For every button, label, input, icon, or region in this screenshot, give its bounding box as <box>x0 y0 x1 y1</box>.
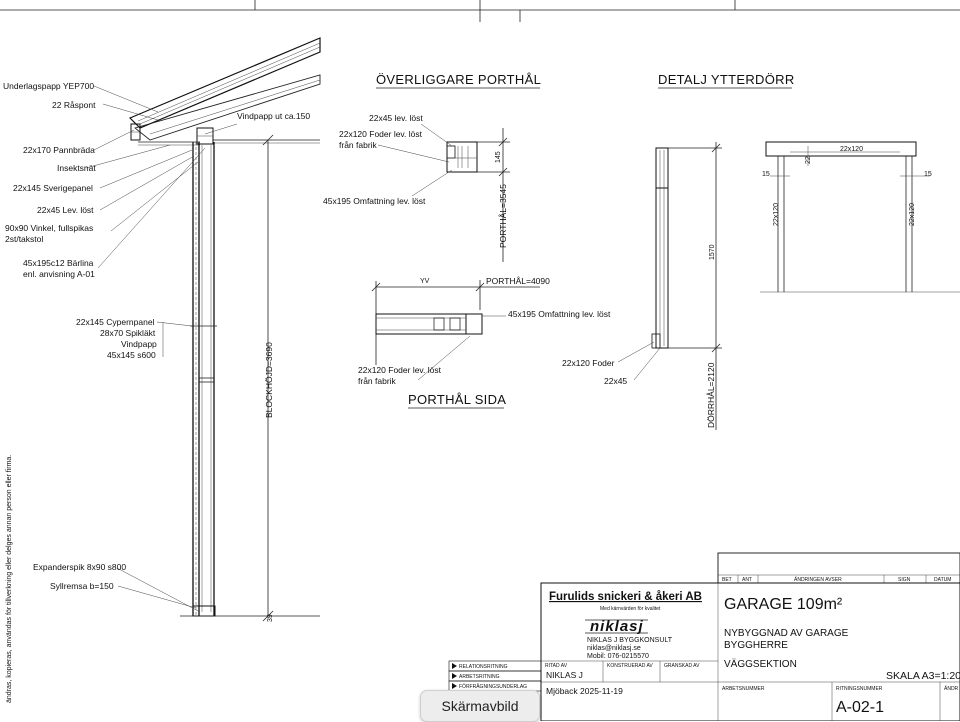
dim-1570: 1570 <box>709 244 716 260</box>
drawing-number: A-02-1 <box>836 699 884 716</box>
title-porthal-sida: PORTHÅL SIDA <box>408 392 506 407</box>
label-ps-2a: 22x120 Foder lev. löst <box>358 365 442 375</box>
label-underlagspapp: Underlagspapp YEP700 <box>3 81 94 91</box>
project-title: GARAGE 109m² <box>724 596 843 613</box>
label-vindpapp: Vindpapp <box>121 339 157 349</box>
rev-datum: DATUM <box>934 577 951 583</box>
scale: SKALA A3=1:20 <box>886 670 960 682</box>
dim-22: 22 <box>805 156 812 164</box>
porthal-sida-detail: YV PORTHÅL=4090 45x195 Omfattning lev. l… <box>358 276 611 409</box>
dim-22x120-right: 22x120 <box>909 203 916 226</box>
label-sverigepanel: 22x145 Sverigepanel <box>13 183 93 193</box>
label-expanderspik: Expanderspik 8x90 s800 <box>33 562 126 572</box>
rev-bet: BET <box>722 577 732 583</box>
label-insektsnat: Insektsnät <box>57 163 96 173</box>
consultant-email: niklas@niklasj.se <box>587 645 641 652</box>
label-syllremsa: Syllremsa b=150 <box>50 581 114 591</box>
status-forfragningsunderlag: FÖRFRÅGNINGSUNDERLAG <box>459 683 527 690</box>
label-ps-2b: från fabrik <box>358 376 397 386</box>
project-desc-2: BYGGHERRE <box>724 640 788 651</box>
ritad-av-value: NIKLAS J <box>546 670 583 680</box>
ritningsnummer-label: RITNINGSNUMMER <box>836 686 883 692</box>
dim-porthal-h: PORTHÅL=3545 <box>498 184 508 248</box>
label-raspont: 22 Råspont <box>52 100 96 110</box>
dim-22x120-top: 22x120 <box>840 146 863 153</box>
dim-blockhojd: BLOCKHÖJD=3690 <box>264 342 274 418</box>
rev-ant: ANT <box>742 577 752 583</box>
dim-22x120-left: 22x120 <box>773 203 780 226</box>
wall-section-detail: Underlagspapp YEP700 22 Råspont Vindpapp… <box>3 37 321 703</box>
label-foder: 22x120 Foder <box>562 358 615 368</box>
company-subtitle: Med kärnvärden för kvalitet <box>600 606 661 612</box>
andr-label: ÄNDR <box>944 685 959 692</box>
screenshot-thumbnail-label[interactable]: Skärmavbild <box>420 690 540 722</box>
company-name: Furulids snickeri & åkeri AB <box>549 591 702 603</box>
title-overliggare: ÖVERLIGGARE PORTHÅL <box>376 72 541 87</box>
status-relationsritning: RELATIONSRITNING <box>459 664 508 670</box>
dim-yv: YV <box>420 278 430 285</box>
label-ovl-2b: från fabrik <box>339 140 378 150</box>
side-note: ändras, kopieras, användas för tillverkn… <box>6 455 13 703</box>
consultant-mobile: Mobil: 076-0215570 <box>587 653 649 660</box>
label-ovl-3: 45x195 Omfattning lev. löst <box>323 196 426 206</box>
label-barlina-2: enl. anvisning A-01 <box>23 269 95 279</box>
label-ps-1: 45x195 Omfattning lev. löst <box>508 309 611 319</box>
niklasj-logo: niklasj <box>585 618 648 635</box>
label-pannbrada: 22x170 Pannbräda <box>23 145 95 155</box>
dim-15-right: 15 <box>924 171 932 178</box>
label-lev-lost: 22x45 Lev. löst <box>37 205 94 215</box>
rev-sign: SIGN <box>898 577 911 583</box>
project-desc-1: NYBYGGNAD AV GARAGE <box>724 628 849 639</box>
label-vindpapp-ut: Vindpapp ut ca.150 <box>237 111 310 121</box>
title-ytterdorr: DETALJ YTTERDÖRR <box>658 72 795 87</box>
label-ovl-2a: 22x120 Foder lev. löst <box>339 129 423 139</box>
dim-dorrhal: DÖRRHÅL=2120 <box>706 362 716 428</box>
label-vinkel-2: 2st/takstol <box>5 234 43 244</box>
dim-porthal-w: PORTHÅL=4090 <box>486 276 550 286</box>
consultant-name: NIKLAS J BYGGKONSULT <box>587 637 673 644</box>
status-list: RELATIONSRITNING ARBETSRITNING FÖRFRÅGNI… <box>448 660 542 692</box>
dim-15-left: 15 <box>762 171 770 178</box>
rev-andring: ÄNDRINGEN AVSER <box>794 576 842 583</box>
label-barlina-1: 45x195c12 Bärlina <box>23 258 94 268</box>
title-block: BET ANT ÄNDRINGEN AVSER SIGN DATUM Furul… <box>448 552 960 721</box>
sheet-frame <box>0 0 960 22</box>
place-date: Mjöback 2025-11-19 <box>546 686 623 696</box>
label-22x45: 22x45 <box>604 376 627 386</box>
label-vinkel-1: 90x90 Vinkel, fullspikas <box>5 223 93 233</box>
ytterdorr-detail: DETALJ YTTERDÖRR 1570 DÖRRHÅL=2120 22x12… <box>562 72 960 430</box>
label-ovl-1: 22x45 lev. löst <box>369 113 423 123</box>
dim-39: 39 <box>267 614 274 622</box>
project-desc-3: VÄGGSEKTION <box>724 658 797 670</box>
granskad-av-label: GRANSKAD AV <box>664 663 700 669</box>
svg-text:niklasj: niklasj <box>590 618 644 635</box>
status-arbetsritning: ARBETSRITNING <box>459 674 500 680</box>
dim-145: 145 <box>495 151 502 163</box>
ritad-av-label: RITAD AV <box>545 663 568 669</box>
label-spiklakt: 28x70 Spikläkt <box>100 328 156 338</box>
arbetsnummer-label: ARBETSNUMMER <box>722 686 765 692</box>
label-regel: 45x145 s600 <box>107 350 156 360</box>
konstruerad-av-label: KONSTRUERAD AV <box>607 663 653 669</box>
label-cypernpanel: 22x145 Cypernpanel <box>76 317 155 327</box>
overliggare-detail: ÖVERLIGGARE PORTHÅL 22x45 lev. löst 22x1… <box>323 72 541 262</box>
